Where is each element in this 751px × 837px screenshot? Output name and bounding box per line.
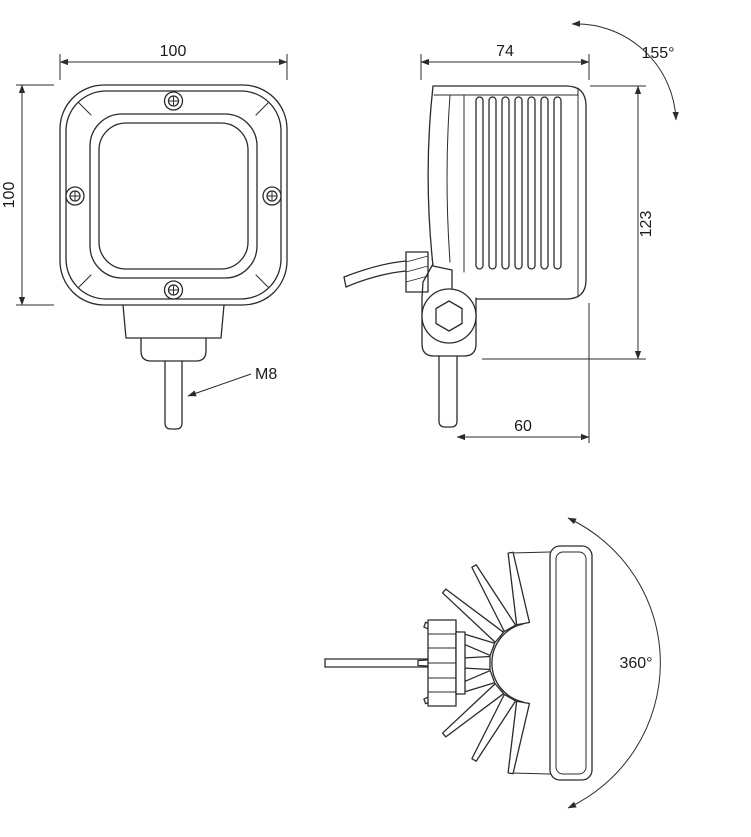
hatch-line [405, 275, 429, 283]
front-outer-housing [59, 84, 288, 306]
side-lamp-body [343, 85, 587, 428]
cable-end-cap [343, 276, 347, 288]
top-body-edge [510, 772, 551, 775]
front-bolt [164, 360, 183, 430]
side-dim-mount: 60 [456, 303, 590, 443]
side-bolt [438, 355, 458, 428]
screw-bottom [163, 280, 184, 300]
front-view: 100 100 [1, 43, 288, 430]
leader-line [187, 373, 252, 397]
screw-inner [167, 284, 180, 296]
top-rotation-angle-label: 360° [619, 655, 652, 672]
clamp-block [455, 631, 466, 695]
hatch-line [405, 255, 429, 263]
cable-line [345, 270, 407, 288]
rotation-arc [567, 517, 661, 809]
fin [488, 96, 497, 270]
screw-cross-icon [169, 96, 178, 106]
screw-cross-icon [70, 191, 80, 201]
clamp-ribs [427, 633, 457, 693]
front-lamp-body [59, 84, 288, 430]
front-corner-ticks [78, 102, 269, 288]
side-dim-depth-label: 74 [496, 43, 514, 60]
corner-tick [78, 274, 92, 288]
top-fin-hub-arc [491, 623, 524, 703]
side-cable [343, 260, 407, 288]
tilt-arc [571, 20, 679, 121]
fin [540, 96, 549, 270]
side-view: 74 155° [343, 20, 679, 443]
front-bracket-foot [140, 337, 207, 362]
top-rotation-angle: 360° [567, 517, 661, 809]
m8-callout: M8 [187, 366, 277, 397]
side-heatsink-fins [475, 96, 562, 270]
front-dim-height: 100 [1, 84, 54, 306]
bolt-thread-label: M8 [255, 366, 277, 383]
fin [475, 96, 484, 270]
fin [514, 96, 523, 270]
top-cable [324, 658, 429, 668]
corner-tick [255, 274, 269, 288]
side-tilt-angle-label: 155° [641, 45, 674, 62]
side-cable-gland [405, 251, 429, 293]
cable-line [343, 260, 407, 278]
top-body-edge [510, 551, 551, 554]
screw-cross-icon [267, 191, 277, 201]
screw-left [65, 186, 85, 206]
top-view: 360° [324, 517, 661, 809]
side-dim-height: 123 [482, 85, 655, 360]
front-bracket [122, 304, 225, 339]
screw-inner [167, 95, 180, 107]
side-dim-height-label: 123 [638, 211, 655, 238]
side-tilt-angle: 155° [571, 20, 679, 121]
front-dim-width-label: 100 [160, 43, 187, 60]
fin [527, 96, 536, 270]
screw-right [262, 186, 282, 206]
side-bracket-arm [421, 263, 434, 299]
side-cable-gland-hatch [405, 255, 429, 283]
corner-tick [255, 102, 269, 116]
front-lens-bezel [89, 113, 258, 279]
front-lens [98, 122, 249, 270]
top-bracket-clamp [427, 619, 466, 707]
fin [501, 96, 510, 270]
screw-cross-icon [169, 285, 178, 295]
front-dim-height-label: 100 [1, 182, 18, 209]
side-dim-depth: 74 [420, 43, 590, 80]
fin [553, 96, 562, 270]
screw-inner [69, 190, 81, 202]
side-dim-mount-label: 60 [514, 418, 532, 435]
side-front-inner-line [446, 94, 451, 263]
front-dim-width: 100 [59, 43, 288, 80]
hatch-line [405, 265, 429, 273]
screw-top [163, 91, 184, 111]
side-hex-nut [435, 300, 463, 332]
corner-tick [78, 102, 92, 116]
screw-inner [266, 190, 278, 202]
